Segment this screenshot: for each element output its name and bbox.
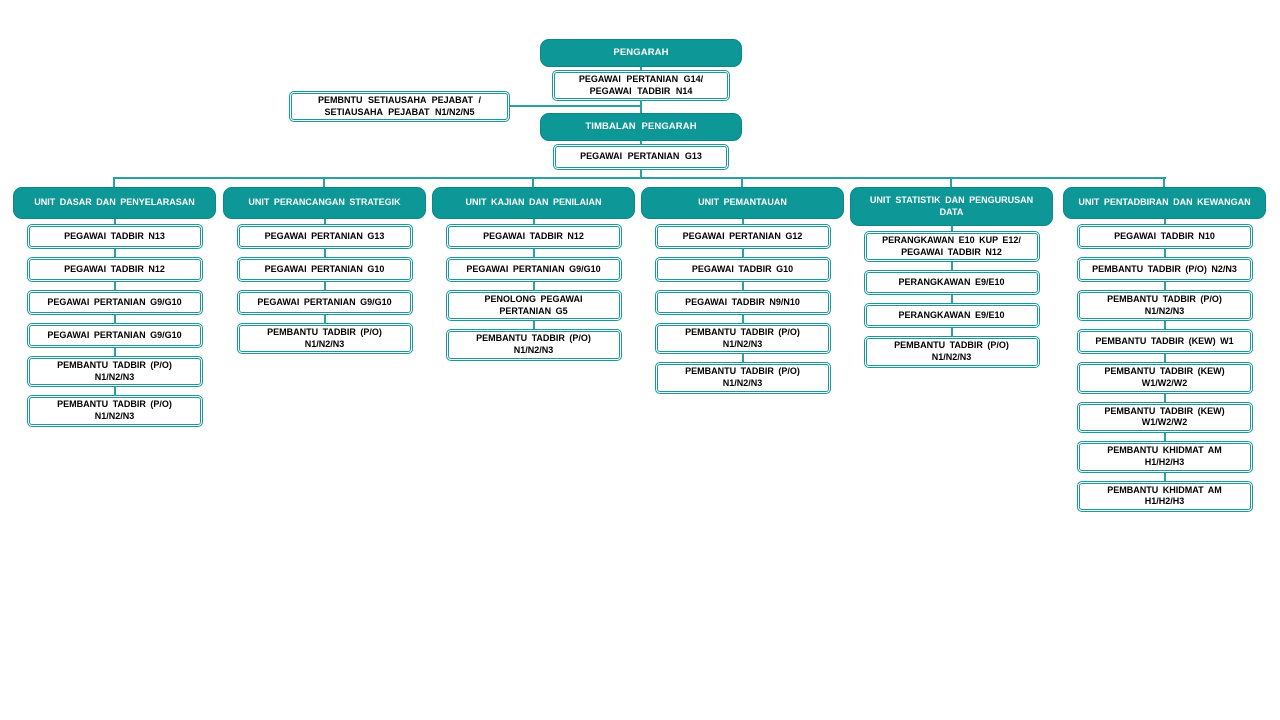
unit-column: UNIT PERANCANGAN STRATEGIK PEGAWAI PERTAN… [223, 187, 426, 355]
connector-line-secretary [509, 105, 641, 107]
position-box: PEGAWAI TADBIR N9/N10 [654, 290, 831, 315]
position-box: PEMBANTU TADBIR (KEW) W1 [1076, 329, 1253, 355]
position-box: PEMBANTU TADBIR (P/O) N2/N3 [1076, 257, 1253, 282]
position-box: PERANGKAWAN E10 KUP E12/ PEGAWAI TADBIR … [863, 231, 1040, 263]
position-box: PEGAWAI PERTANIAN G9/G10 [445, 257, 622, 282]
connector-line-column [1163, 219, 1166, 497]
position-box: PEGAWAI PERTANIAN G9/G10 [236, 290, 413, 315]
unit-column: UNIT DASAR DAN PENYELARASAN PEGAWAI TADBI… [13, 187, 216, 427]
unit-header: UNIT KAJIAN DAN PENILAIAN [432, 187, 635, 219]
unit-column: UNIT PENTADBIRAN DAN KEWANGAN PEGAWAI TAD… [1063, 187, 1266, 512]
position-box: PEMBANTU TADBIR (P/O) N1/N2/N3 [863, 336, 1040, 368]
position-box: PEMBANTU KHIDMAT AM H1/H2/H3 [1076, 441, 1253, 473]
position-box: PEGAWAI PERTANIAN G12 [654, 224, 831, 249]
connector-stub [323, 177, 325, 188]
unit-header: UNIT PERANCANGAN STRATEGIK [223, 187, 426, 219]
position-box: PEMBANTU TADBIR (P/O) N1/N2/N3 [26, 395, 203, 427]
position-box: PERANGKAWAN E9/E10 [863, 303, 1040, 329]
unit-header: UNIT DASAR DAN PENYELARASAN [13, 187, 216, 219]
position-box: PERANGKAWAN E9/E10 [863, 270, 1040, 296]
position-box: PEGAWAI PERTANIAN G9/G10 [26, 290, 203, 315]
position-box: PEMBANTU TADBIR (P/O) N1/N2/N3 [445, 329, 622, 361]
connector-stub [741, 177, 743, 188]
position-box: PEGAWAI PERTANIAN G9/G10 [26, 323, 203, 348]
unit-header: UNIT PEMANTAUAN [641, 187, 844, 219]
position-box: PEMBANTU TADBIR (P/O) N1/N2/N3 [1076, 290, 1253, 322]
position-box: PEMBANTU TADBIR (P/O) N1/N2/N3 [26, 356, 203, 388]
position-box: PEGAWAI PERTANIAN G13 [236, 224, 413, 249]
position-box: PEMBANTU KHIDMAT AM H1/H2/H3 [1076, 480, 1253, 512]
position-box: PEGAWAI PERTANIAN G10 [236, 257, 413, 282]
connector-line-distribution [114, 177, 1166, 179]
position-box: PEMBANTU TADBIR (P/O) N1/N2/N3 [236, 323, 413, 355]
position-box: PEMBANTU TADBIR (P/O) N1/N2/N3 [654, 323, 831, 355]
position-box: PENOLONG PEGAWAI PERTANIAN G5 [445, 290, 622, 322]
position-box: PEGAWAI TADBIR N13 [26, 224, 203, 249]
connector-stub [532, 177, 534, 188]
office-secretary-box: PEMBNTU SETIAUSAHA PEJABAT / SETIAUSAHA … [289, 91, 510, 123]
position-box: PEMBANTU TADBIR (KEW) W1/W2/W2 [1076, 401, 1253, 434]
unit-header: UNIT PENTADBIRAN DAN KEWANGAN [1063, 187, 1266, 219]
position-box: PEGAWAI TADBIR N10 [1076, 224, 1253, 249]
connector-stub [950, 177, 952, 188]
unit-column: UNIT STATISTIK DAN PENGURUSAN DATA PERANG… [850, 187, 1053, 368]
connector-stub [113, 177, 115, 188]
position-box: PEMBANTU TADBIR (P/O) N1/N2/N3 [654, 362, 831, 394]
director-grade-box: PEGAWAI PERTANIAN G14/ PEGAWAI TADBIR N1… [552, 70, 730, 102]
unit-column: UNIT KAJIAN DAN PENILAIAN PEGAWAI TADBIR … [432, 187, 635, 361]
deputy-director-box: TIMBALAN PENGARAH [540, 113, 742, 141]
deputy-grade-box: PEGAWAI PERTANIAN G13 [553, 144, 729, 170]
position-box: PEGAWAI TADBIR G10 [654, 257, 831, 282]
connector-stub [1163, 177, 1165, 188]
director-box: PENGARAH [540, 39, 742, 67]
position-box: PEGAWAI TADBIR N12 [445, 224, 622, 249]
position-box: PEMBANTU TADBIR (KEW) W1/W2/W2 [1076, 362, 1253, 394]
position-box: PEGAWAI TADBIR N12 [26, 257, 203, 282]
unit-header: UNIT STATISTIK DAN PENGURUSAN DATA [850, 187, 1053, 226]
